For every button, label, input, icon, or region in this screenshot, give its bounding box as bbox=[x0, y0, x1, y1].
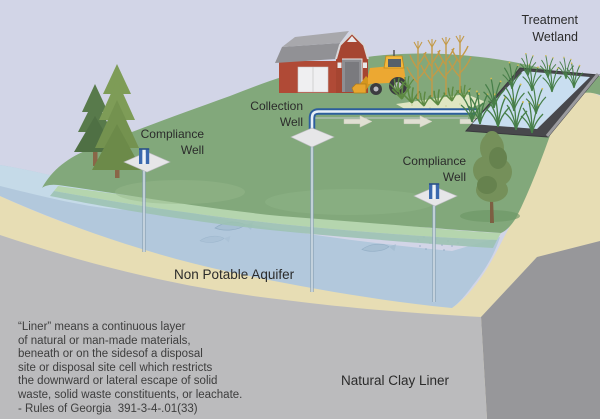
compliance-well-left-label: Compliance Well bbox=[140, 127, 204, 157]
grass-highlight bbox=[115, 180, 245, 204]
liner-definition-text: “Liner” means a continuous layer of natu… bbox=[18, 321, 243, 415]
well-pipes-underground bbox=[142, 144, 436, 302]
tree-icon bbox=[460, 131, 520, 223]
barn bbox=[275, 31, 369, 93]
compliance-well-right-label: Compliance Well bbox=[402, 154, 466, 184]
clay-liner-front bbox=[0, 235, 487, 419]
non-potable-aquifer-label: Non Potable Aquifer bbox=[174, 267, 295, 282]
grass-highlight bbox=[265, 189, 435, 215]
fish-icon bbox=[199, 221, 253, 243]
compliance-well-right-marker bbox=[413, 183, 458, 207]
pine-tree-icon bbox=[92, 64, 142, 178]
shoreline-band bbox=[50, 191, 497, 248]
natural-clay-liner-label: Natural Clay Liner bbox=[341, 373, 450, 388]
collection-well-label: Collection Well bbox=[250, 99, 303, 129]
clay-liner-side bbox=[481, 241, 600, 419]
treatment-wetland-label: Treatment Wetland bbox=[521, 13, 578, 44]
compliance-well-left-marker bbox=[123, 148, 171, 173]
collection-well-marker bbox=[290, 127, 335, 148]
topsoil-band bbox=[54, 186, 501, 240]
fish-icon bbox=[361, 243, 397, 252]
tractor bbox=[351, 50, 407, 95]
collection-pipe bbox=[308, 108, 476, 132]
